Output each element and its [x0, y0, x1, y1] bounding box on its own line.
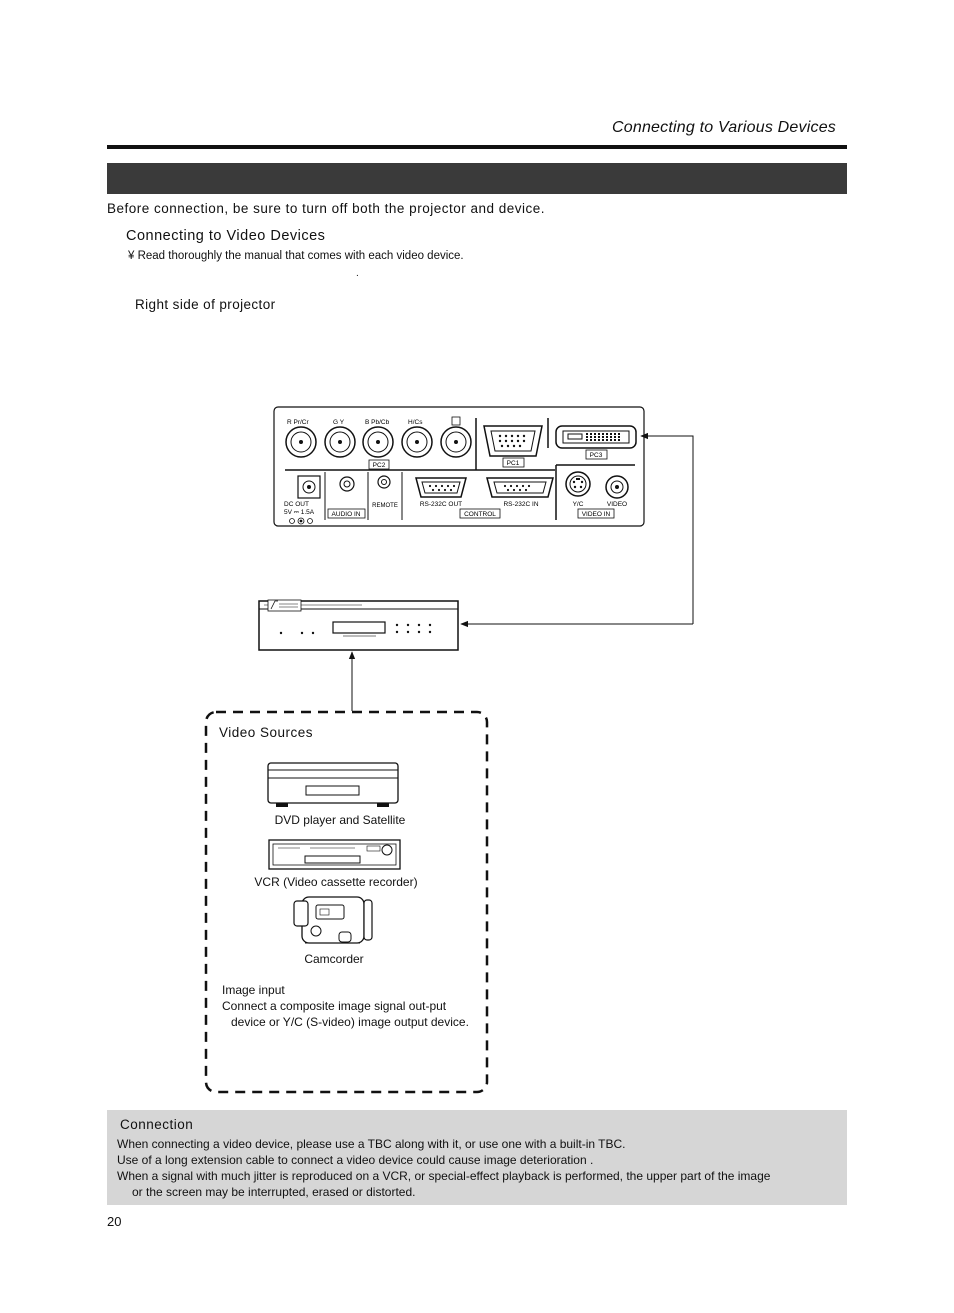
- audio-in-label: AUDIO IN: [332, 511, 361, 518]
- connection-arrows: [348, 432, 694, 711]
- page-number: 20: [107, 1214, 122, 1229]
- intro-text: Before connection, be sure to turn off b…: [107, 201, 546, 216]
- remote-label: REMOTE: [372, 503, 398, 509]
- vcr-caption: VCR (Video cassette recorder): [254, 875, 418, 889]
- svideo-port: [565, 471, 591, 497]
- rs232c-out-label: RS-232C OUT: [420, 501, 462, 508]
- video-in-label: VIDEO IN: [582, 511, 611, 518]
- pc2-label: PC2: [373, 462, 386, 469]
- remote-jack: [377, 475, 391, 489]
- image-input-title: Image input: [222, 983, 285, 997]
- port-label-vs-box: [451, 416, 461, 426]
- port-label-b: B Pb/Cb: [365, 419, 390, 426]
- connection-note-line: When a signal with much jitter is reprod…: [117, 1169, 771, 1183]
- port-label-r: R Pr/Cr: [287, 419, 310, 426]
- connection-note-line: Use of a long extension cable to connect…: [117, 1153, 594, 1167]
- dc-out-port: [297, 475, 321, 499]
- vga-port-pc1: [483, 425, 543, 457]
- connection-note-line: or the screen may be interrupted, erased…: [132, 1185, 416, 1199]
- connection-note-line: When connecting a video device, please u…: [117, 1137, 626, 1151]
- title-banner: [107, 163, 847, 194]
- audio-in-jack: [339, 476, 355, 492]
- pc3-label: PC3: [590, 452, 603, 459]
- connection-notes: When connecting a video device, please u…: [117, 1136, 837, 1200]
- yc-label: Y/C: [573, 501, 584, 508]
- video-rca-port: [605, 475, 629, 499]
- connection-note-box: [107, 1110, 847, 1205]
- tbc-device-icon: [258, 599, 459, 651]
- bnc-port-hcs: [401, 426, 433, 458]
- side-label: Right side of projector: [135, 297, 276, 312]
- image-input-body: Connect a composite image signal out-put…: [222, 999, 469, 1029]
- video-sources-title: Video Sources: [219, 725, 314, 740]
- stray-mark: .: [356, 268, 359, 279]
- control-label: CONTROL: [464, 511, 496, 518]
- bnc-port-vs: [440, 426, 472, 458]
- vcr-icon: [268, 839, 401, 870]
- dvi-port-pc3: [555, 425, 637, 449]
- pc1-label: PC1: [507, 460, 520, 467]
- bnc-port-g: [324, 426, 356, 458]
- dc-out-label: DC OUT: [284, 501, 309, 508]
- rs232c-in-port: [486, 477, 554, 498]
- dvd-caption: DVD player and Satellite: [274, 813, 406, 827]
- camcorder-icon: [293, 896, 373, 944]
- dc-spec-label: 5V ⎓ 1.5A: [284, 509, 315, 516]
- section-title: Connecting to Various Devices: [612, 119, 836, 136]
- video-sources-box: [204, 710, 489, 1094]
- port-label-hcs: H/Cs: [408, 419, 423, 426]
- subsection-title: Connecting to Video Devices: [126, 228, 326, 244]
- camcorder-caption: Camcorder: [304, 952, 364, 966]
- rs232c-out-port: [415, 477, 467, 498]
- port-label-g: G Y: [333, 419, 345, 426]
- connection-title: Connection: [120, 1117, 194, 1132]
- dvd-player-icon: [267, 762, 399, 807]
- bnc-port-r: [285, 426, 317, 458]
- rs232c-in-label: RS-232C IN: [503, 501, 538, 508]
- video-label: VIDEO: [607, 501, 627, 508]
- manual-note: ¥ Read thoroughly the manual that comes …: [128, 250, 464, 262]
- header-rule: [107, 145, 847, 149]
- polarity-icon: [289, 517, 313, 525]
- bnc-port-b: [362, 426, 394, 458]
- image-input-block: Image input Connect a composite image si…: [222, 982, 472, 1030]
